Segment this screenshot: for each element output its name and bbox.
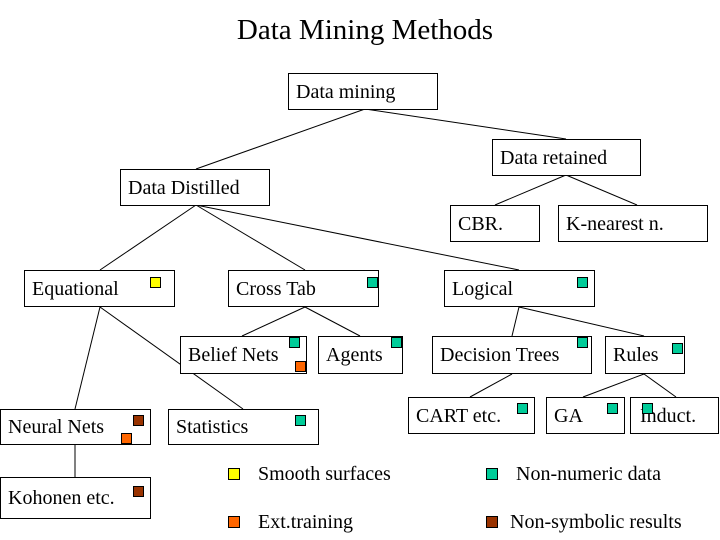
- ext-training-marker: [295, 361, 306, 372]
- node-label: Belief Nets: [188, 344, 279, 366]
- node-label: Induct.: [640, 404, 697, 427]
- node-neural-nets: Neural Nets: [0, 409, 151, 445]
- node-belief-nets: Belief Nets: [180, 336, 307, 374]
- non-numeric-data-marker: [577, 337, 588, 348]
- edge-crosstab-belief: [241, 306, 306, 337]
- edge-decision-cart: [469, 373, 513, 398]
- node-label: Neural Nets: [8, 416, 105, 438]
- non-symbolic-results-marker: [133, 486, 144, 497]
- node-label: Logical: [452, 277, 514, 300]
- non-numeric-data-marker: [289, 337, 300, 348]
- smooth-surfaces-marker: [150, 277, 161, 288]
- non-numeric-data-marker: [672, 343, 683, 354]
- node-logical: Logical: [444, 270, 595, 307]
- node-label: Data Distilled: [128, 176, 240, 199]
- legend-smooth-surfaces-label: Smooth surfaces: [258, 463, 391, 485]
- node-label: Data retained: [500, 146, 608, 169]
- edge-distilled-crosstab: [195, 204, 306, 271]
- ext-training-marker: [121, 433, 132, 444]
- diagram-title: Data Mining Methods: [236, 14, 494, 46]
- node-ga: GA: [546, 397, 625, 434]
- legend-non-symbolic-label: Non-symbolic results: [510, 511, 682, 533]
- node-data-retained: Data retained: [492, 139, 641, 176]
- node-rules: Rules: [605, 336, 685, 374]
- node-equational: Equational: [24, 270, 175, 307]
- legend-non-numeric-label: Non-numeric data: [516, 463, 661, 485]
- edge-distilled-equational: [99, 204, 197, 271]
- node-statistics: Statistics: [168, 409, 319, 445]
- legend-ext-training-label: Ext.training: [258, 511, 353, 533]
- node-label: Agents: [326, 344, 383, 366]
- node-label: K-nearest n.: [566, 212, 664, 235]
- node-decision-trees: Decision Trees: [432, 336, 592, 374]
- edge-logical-decision: [511, 306, 520, 337]
- node-cart: CART etc.: [408, 397, 535, 434]
- edge-retained-cbr: [494, 174, 567, 206]
- non-symbolic-results-marker: [133, 415, 144, 426]
- edge-logical-rules: [518, 306, 645, 337]
- node-label: Statistics: [176, 416, 249, 438]
- non-numeric-data-marker: [517, 403, 528, 414]
- non-numeric-data-marker: [295, 415, 306, 426]
- node-label: Kohonen etc.: [8, 487, 115, 509]
- non-numeric-data-marker: [642, 403, 653, 414]
- edge-equational-statistics: [99, 306, 244, 410]
- edge-retained-knearest: [565, 174, 638, 206]
- node-label: GA: [554, 404, 583, 427]
- node-agents: Agents: [318, 336, 403, 374]
- edge-distilled-logical: [195, 204, 520, 271]
- edge-equational-neural: [74, 306, 101, 410]
- node-label: Cross Tab: [236, 277, 316, 300]
- non-numeric-data-marker: [607, 403, 618, 414]
- edge-mining-retained: [364, 108, 567, 140]
- node-cbr: CBR.: [450, 205, 540, 242]
- node-data-mining: Data mining: [288, 73, 438, 110]
- node-label: Rules: [613, 344, 659, 366]
- edge-rules-ga: [582, 373, 645, 398]
- node-label: CART etc.: [416, 404, 502, 427]
- edge-crosstab-agents: [304, 306, 361, 337]
- node-kohonen: Kohonen etc.: [0, 477, 151, 519]
- node-cross-tab: Cross Tab: [228, 270, 379, 307]
- node-k-nearest: K-nearest n.: [558, 205, 708, 242]
- node-label: Data mining: [296, 80, 396, 103]
- edge-rules-induct: [643, 373, 677, 398]
- non-numeric-data-marker: [577, 277, 588, 288]
- edge-mining-distilled: [195, 108, 366, 170]
- legend-non-numeric-swatch: [486, 468, 498, 480]
- node-label: CBR.: [458, 212, 504, 235]
- legend-ext-training-swatch: [228, 516, 240, 528]
- legend-smooth-surfaces-swatch: [228, 468, 240, 480]
- node-data-distilled: Data Distilled: [120, 169, 270, 206]
- non-numeric-data-marker: [391, 337, 402, 348]
- node-label: Decision Trees: [440, 344, 560, 366]
- node-induct: Induct.: [630, 397, 719, 434]
- non-numeric-data-marker: [367, 277, 378, 288]
- node-label: Equational: [32, 277, 119, 300]
- legend-non-symbolic-swatch: [486, 516, 498, 528]
